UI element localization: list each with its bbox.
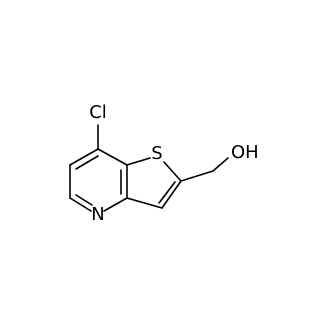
bond-c6-c7 [69,148,99,166]
atom-label-chlorine: Cl [89,102,107,123]
atom-label-hydroxyl: OH [231,142,259,163]
bond-c7a-s1 [126,157,151,166]
bond-c2-c3 [161,180,182,209]
bond-c3a-n4 [103,197,128,212]
atom-label-nitrogen: N [91,204,104,225]
bond-s1-c2 [163,161,182,182]
bond-c3-c3a [126,197,163,209]
bond-n4-c5-inner [75,194,93,206]
bond-c2-ch2 [180,170,214,182]
bond-ch2-o [212,157,229,172]
atom-label-sulfur: S [151,143,162,164]
bond-c2-c3-inner [158,181,176,204]
bond-c7-c7a [97,148,128,166]
bond-c6-c7-inner [75,155,99,170]
bond-n4-c5 [69,197,92,212]
